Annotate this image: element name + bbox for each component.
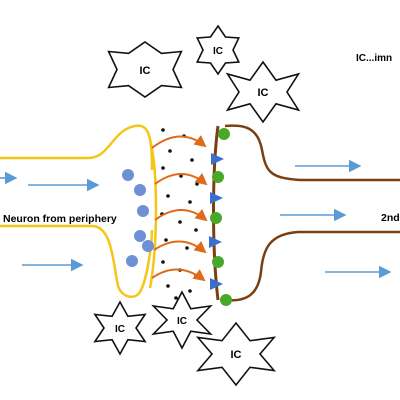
ic-label: IC	[213, 46, 223, 57]
neurotransmitter-dot	[194, 228, 198, 232]
postsynaptic-neuron	[212, 124, 400, 302]
ic-label: IC	[115, 324, 125, 335]
blue-receptor	[209, 236, 222, 248]
ic-star: IC	[225, 60, 301, 124]
neurotransmitters	[160, 128, 199, 300]
green-receptor	[210, 212, 222, 224]
second-neuron-label: 2nd	[381, 212, 400, 224]
presynaptic-lower-outline	[0, 224, 154, 299]
transmission-arrows	[151, 135, 208, 282]
vesicle	[122, 169, 134, 181]
postsynaptic-upper-outline	[224, 124, 400, 182]
postsynaptic-lower-outline	[224, 230, 400, 302]
neurotransmitter-dot	[166, 194, 170, 198]
vesicle	[137, 205, 149, 217]
green-receptor	[220, 294, 232, 306]
synaptic-vesicles	[122, 169, 154, 267]
neurotransmitter-dot	[174, 296, 178, 300]
ic-label: IC	[177, 316, 187, 327]
presynaptic-terminal-edge	[148, 139, 158, 289]
green-receptor	[218, 128, 230, 140]
flow-arrows	[0, 159, 392, 279]
ic-label: IC	[231, 349, 242, 361]
immune-cells: IC IC IC IC IC IC	[93, 24, 301, 387]
ic-star: IC	[107, 41, 183, 98]
neurotransmitter-dot	[195, 182, 199, 186]
neurotransmitter-dot	[188, 289, 192, 293]
receptors	[209, 128, 232, 306]
neurotransmitter-dot	[188, 200, 192, 204]
ic-star: IC	[93, 300, 147, 356]
transmission-arrow	[151, 268, 206, 282]
vesicle	[142, 240, 154, 252]
neuron-label: Neuron from periphery	[3, 213, 117, 225]
neurotransmitter-dot	[161, 260, 165, 264]
neurotransmitter-dot	[190, 158, 194, 162]
vesicle	[134, 230, 146, 242]
neurotransmitter-dot	[164, 238, 168, 242]
presynaptic-neuron	[0, 124, 158, 299]
neurotransmitter-dot	[168, 149, 172, 153]
ic-label: IC	[258, 87, 269, 99]
ic-star: IC	[195, 321, 277, 387]
ic-star: IC	[151, 290, 213, 350]
presynaptic-upper-outline	[0, 124, 154, 171]
green-receptor	[212, 256, 224, 268]
blue-receptor	[210, 192, 223, 204]
transmission-arrow	[153, 240, 207, 254]
transmission-arrow	[154, 172, 208, 186]
transmission-arrow	[154, 208, 208, 222]
green-receptor	[212, 171, 224, 183]
neurotransmitter-dot	[161, 128, 165, 132]
blue-receptor	[210, 278, 223, 290]
transmission-arrow	[151, 135, 207, 149]
vesicle	[134, 184, 146, 196]
neurotransmitter-dot	[185, 246, 189, 250]
ic-label: IC	[140, 65, 151, 77]
ic-legend-label: IC...imn	[356, 53, 392, 64]
neurotransmitter-dot	[166, 284, 170, 288]
blue-receptor	[211, 153, 224, 165]
ic-star: IC	[195, 24, 241, 76]
neurotransmitter-dot	[161, 166, 165, 170]
neurotransmitter-dot	[178, 220, 182, 224]
vesicle	[126, 255, 138, 267]
neurotransmitter-dot	[179, 174, 183, 178]
